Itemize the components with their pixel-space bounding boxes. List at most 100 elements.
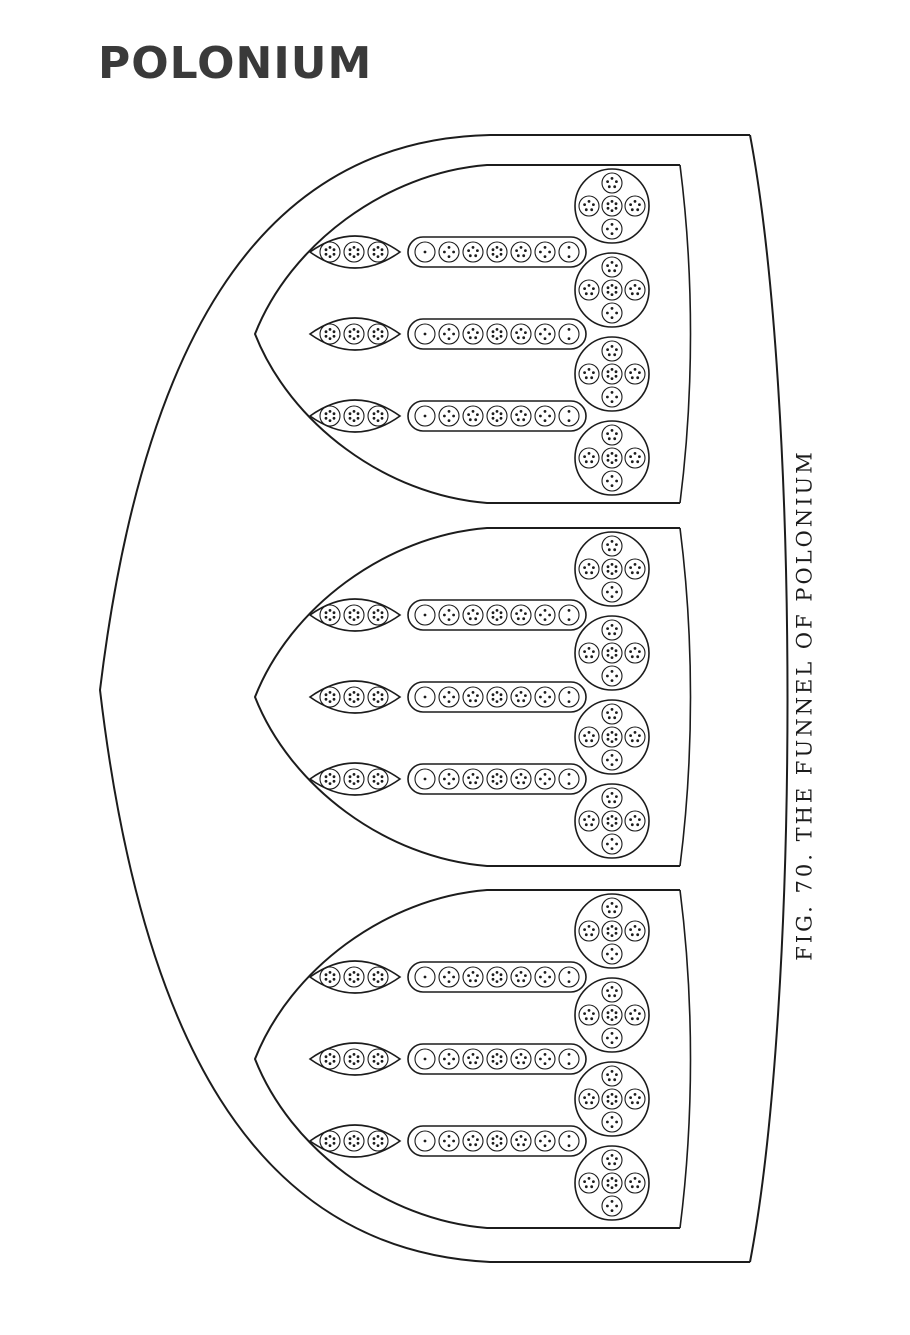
- dot: [352, 1062, 356, 1065]
- sub-sphere: [601, 1088, 623, 1110]
- dot: [610, 475, 614, 478]
- dot: [587, 1009, 591, 1012]
- dot: [332, 779, 336, 783]
- dot: [332, 973, 336, 977]
- dot: [614, 1011, 618, 1015]
- dot: [352, 609, 356, 612]
- dot: [516, 781, 520, 785]
- dot: [633, 1093, 637, 1096]
- dot: [524, 612, 527, 615]
- dot: [372, 611, 376, 615]
- long-ovoid-body: [486, 686, 508, 708]
- dot: [376, 255, 380, 258]
- dot: [614, 737, 618, 741]
- dot: [583, 1180, 586, 1183]
- dot: [348, 334, 352, 338]
- dot: [615, 674, 618, 678]
- outer-outline: [98, 134, 789, 1263]
- dot: [324, 779, 328, 783]
- dot: [592, 928, 595, 931]
- dot: [613, 910, 617, 914]
- dot: [630, 1101, 634, 1105]
- dot: [447, 246, 451, 249]
- dot: [614, 286, 618, 290]
- dot: [592, 650, 595, 653]
- dot: [356, 1137, 360, 1141]
- sub-sphere: [601, 1027, 623, 1049]
- dot: [328, 980, 332, 983]
- dot: [543, 1135, 547, 1138]
- dot: [447, 419, 451, 422]
- short-ovoid-outline: [308, 1042, 402, 1076]
- dot: [332, 252, 336, 256]
- dot: [615, 795, 618, 798]
- dot: [499, 779, 503, 783]
- dot: [606, 842, 609, 846]
- sub-sphere: [578, 447, 600, 469]
- short-ovoid-body: [343, 241, 365, 263]
- sub-sphere: [601, 1065, 623, 1087]
- sub-sphere: [601, 256, 623, 278]
- dot: [491, 412, 495, 416]
- dot: [522, 979, 526, 983]
- dot: [630, 823, 634, 827]
- dot: [610, 377, 614, 380]
- dot: [380, 1059, 384, 1063]
- dot: [452, 414, 455, 418]
- dot: [332, 1137, 336, 1141]
- dot: [348, 248, 352, 252]
- dot: [607, 185, 611, 189]
- dot: [638, 371, 641, 374]
- dot: [610, 838, 614, 841]
- dot: [468, 979, 472, 983]
- dot: [613, 632, 617, 636]
- dot: [590, 208, 594, 212]
- dot: [380, 779, 384, 783]
- dot: [610, 986, 614, 989]
- dot: [491, 330, 495, 334]
- dot: [615, 227, 618, 231]
- dot: [606, 1011, 610, 1015]
- dot: [471, 1053, 475, 1056]
- dot: [348, 1141, 352, 1145]
- dot: [474, 336, 478, 340]
- dot: [613, 800, 617, 804]
- long-ovoid-body: [486, 405, 508, 427]
- dot: [629, 928, 632, 931]
- dot: [543, 419, 547, 422]
- dot: [519, 410, 523, 413]
- dot: [614, 202, 618, 206]
- dot: [610, 824, 614, 827]
- dot: [467, 612, 470, 615]
- short-ovoid-body: [319, 1048, 341, 1070]
- dot: [638, 455, 641, 458]
- dot: [610, 1154, 614, 1157]
- dot: [543, 246, 547, 249]
- short-ovoid: [308, 960, 402, 994]
- dot: [606, 653, 610, 657]
- dot: [328, 700, 332, 703]
- dot: [376, 419, 380, 422]
- dot: [590, 292, 594, 296]
- dot: [614, 931, 618, 935]
- dot: [610, 708, 614, 711]
- long-ovoid-body: [558, 323, 580, 345]
- dot: [380, 330, 384, 334]
- dot: [610, 1102, 614, 1105]
- dot: [524, 694, 527, 697]
- dot: [607, 632, 611, 636]
- dot: [638, 734, 641, 737]
- dot: [610, 1200, 614, 1203]
- dot: [447, 410, 451, 413]
- dot: [636, 1101, 640, 1105]
- funnel-boundary: [253, 527, 680, 867]
- dot: [376, 246, 380, 249]
- dot: [499, 248, 503, 252]
- dot: [324, 977, 328, 981]
- dot: [610, 1009, 614, 1012]
- dot: [590, 376, 594, 380]
- long-ovoid-body: [558, 768, 580, 790]
- dot: [610, 200, 614, 203]
- long-ovoid-body: [438, 604, 460, 626]
- short-ovoid-body: [343, 966, 365, 988]
